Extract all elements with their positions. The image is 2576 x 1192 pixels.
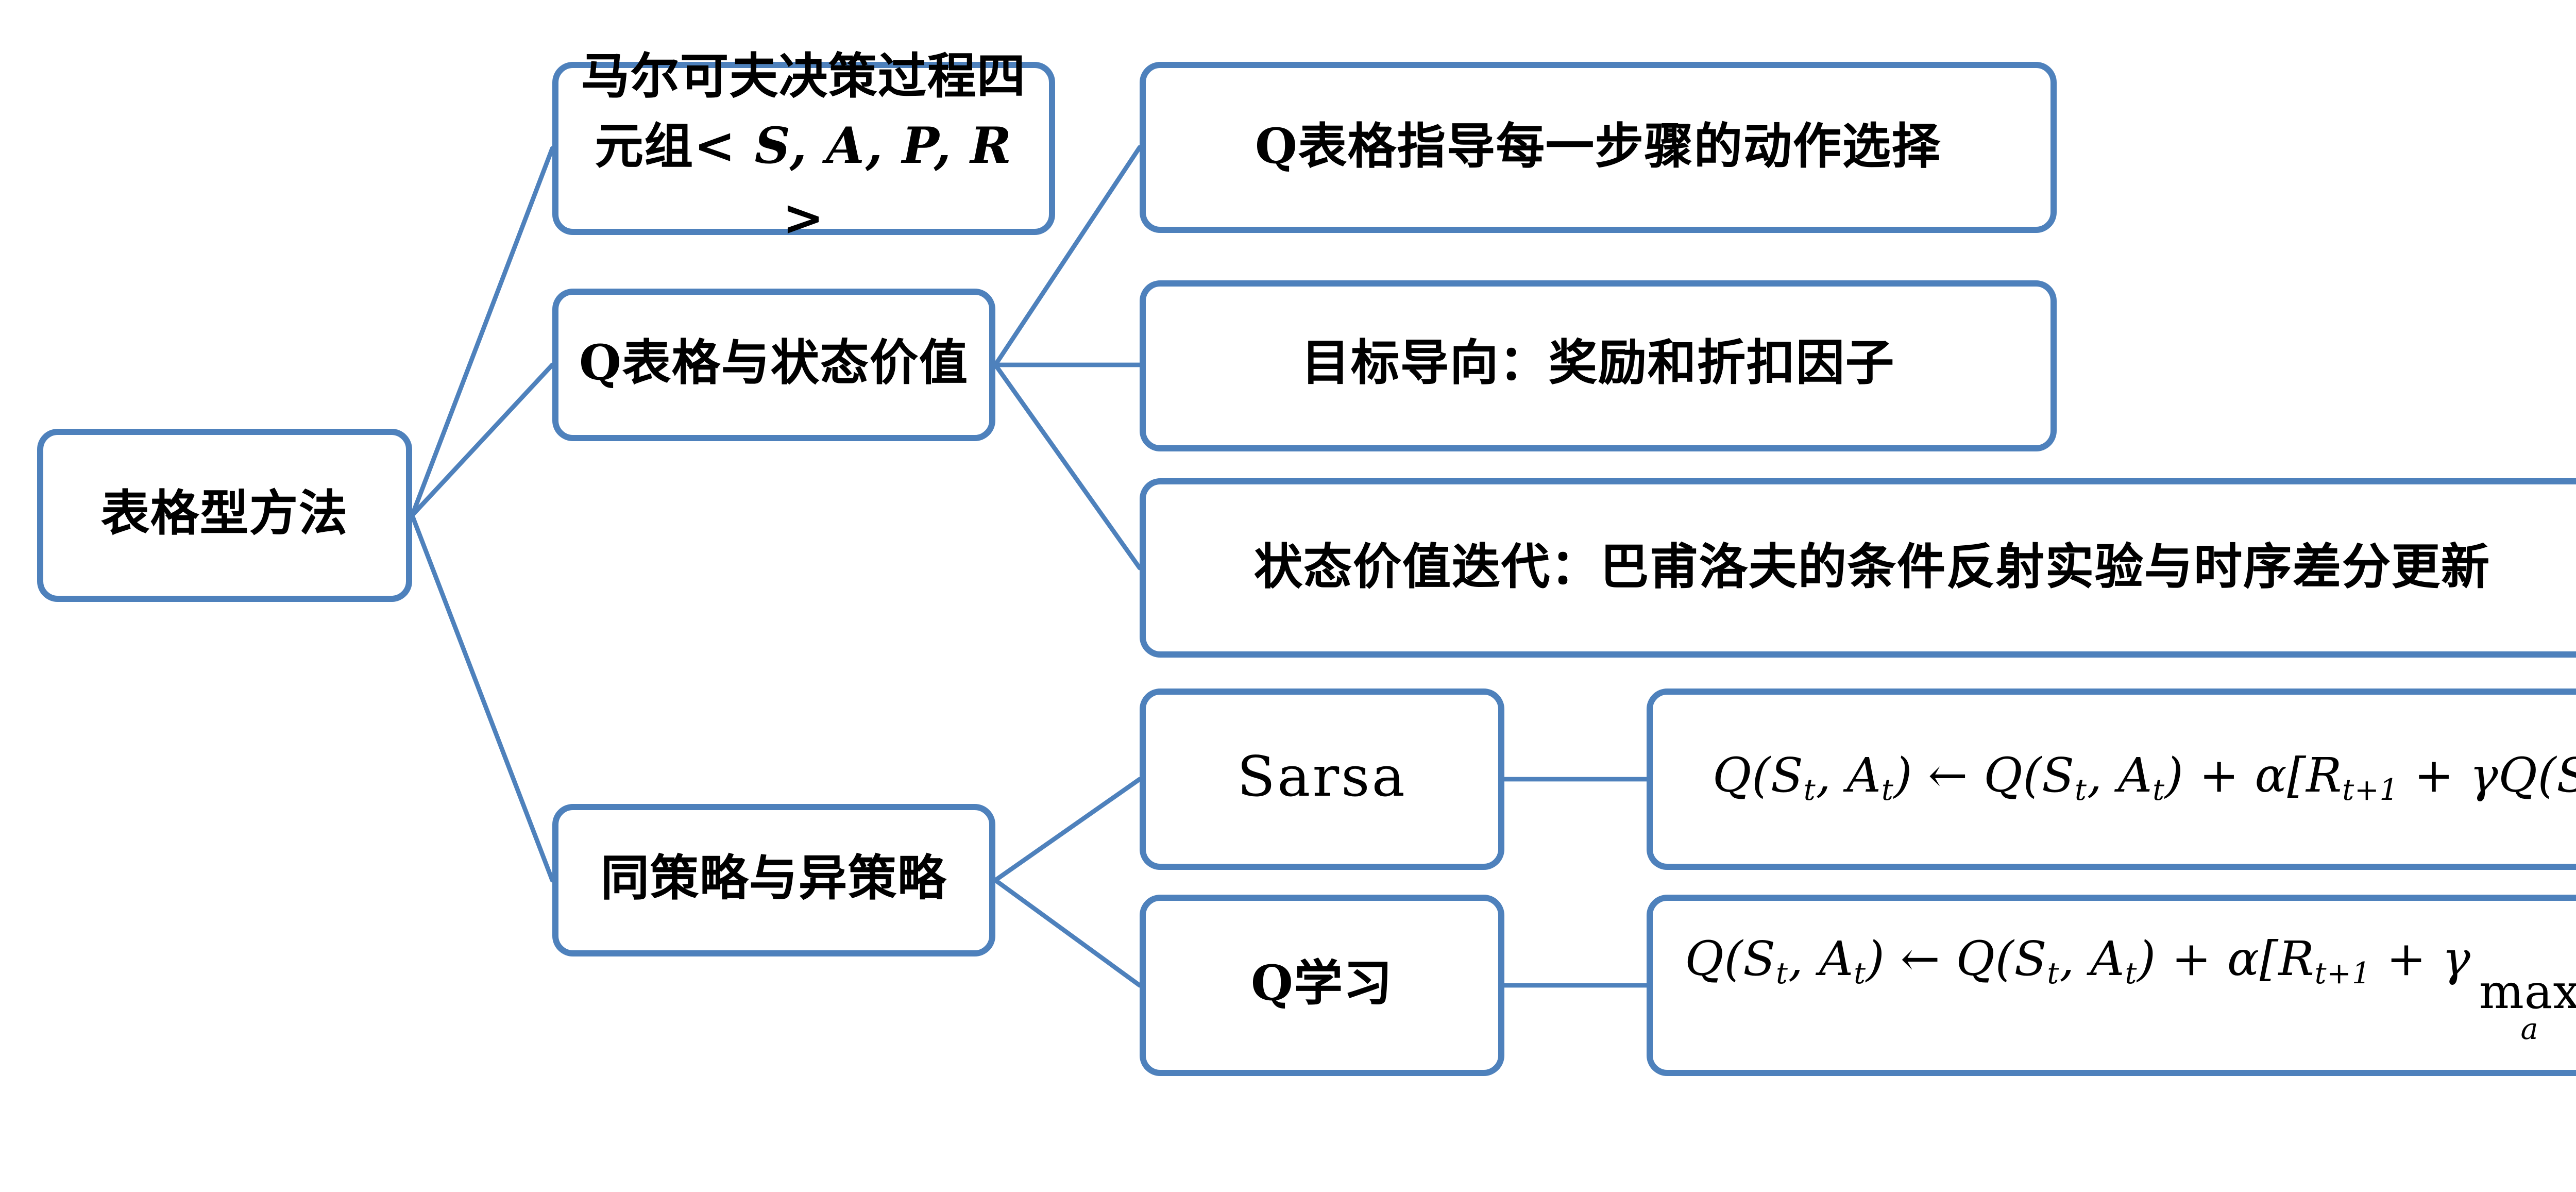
connector-root-qtable bbox=[410, 362, 555, 518]
node-label: Q表格指导每一步骤的动作选择 bbox=[1255, 117, 1941, 175]
node-goal-oriented: 目标导向：奖励和折扣因子 bbox=[1140, 279, 2057, 450]
node-label: 目标导向：奖励和折扣因子 bbox=[1301, 334, 1895, 393]
node-sarsa: Sarsa bbox=[1140, 689, 1504, 870]
node-on-policy-off-policy: 同策略与异策略 bbox=[552, 804, 995, 956]
node-label: 状态价值迭代：巴甫洛夫的条件反射实验与时序差分更新 bbox=[1254, 538, 2490, 596]
connector-qtable-stateval bbox=[993, 362, 1142, 570]
node-qtable-state-value: Q表格与状态价值 bbox=[552, 289, 995, 441]
node-label: Q学习 bbox=[1251, 955, 1393, 1013]
node-q-learning: Q学习 bbox=[1140, 895, 1504, 1076]
sarsa-formula: Q(St, At) ← Q(St, At) + α[Rt+1 + γQ(St+1… bbox=[1712, 751, 2576, 809]
connector-root-policy bbox=[410, 513, 555, 883]
connector-qtable-guide bbox=[993, 145, 1142, 367]
node-label: 马尔可夫决策过程四元组 bbox=[581, 47, 1026, 176]
node-root-tabular-methods: 表格型方法 bbox=[37, 429, 412, 602]
node-sarsa-update-formula: Q(St, At) ← Q(St, At) + α[Rt+1 + γQ(St+1… bbox=[1647, 689, 2576, 870]
node-qtable-guides-actions: Q表格指导每一步骤的动作选择 bbox=[1140, 62, 2057, 233]
node-label: 同策略与异策略 bbox=[601, 850, 947, 908]
node-state-value-iteration: 状态价值迭代：巴甫洛夫的条件反射实验与时序差分更新 bbox=[1140, 478, 2576, 658]
mdp-tuple-math: < S, A, P, R > bbox=[693, 115, 1013, 248]
q-learning-formula-left: Q(St, At) ← Q(St, At) + α[Rt+1 + γ bbox=[1685, 933, 2471, 991]
max-under-arg: a bbox=[2520, 1014, 2539, 1047]
node-q-learning-update-formula: Q(St, At) ← Q(St, At) + α[Rt+1 + γmaxaQ(… bbox=[1647, 895, 2576, 1076]
max-label: max bbox=[2479, 967, 2576, 1021]
node-mdp-tuple: 马尔可夫决策过程四元组< S, A, P, R > bbox=[552, 48, 1055, 247]
node-label: 表格型方法 bbox=[101, 485, 348, 543]
node-label: Sarsa bbox=[1237, 746, 1407, 810]
connector-policy-qlearn bbox=[993, 878, 1142, 988]
connector-policy-sarsa bbox=[993, 777, 1142, 883]
connector-root-mdp bbox=[410, 146, 555, 518]
node-label: Q表格与状态价值 bbox=[579, 334, 969, 393]
